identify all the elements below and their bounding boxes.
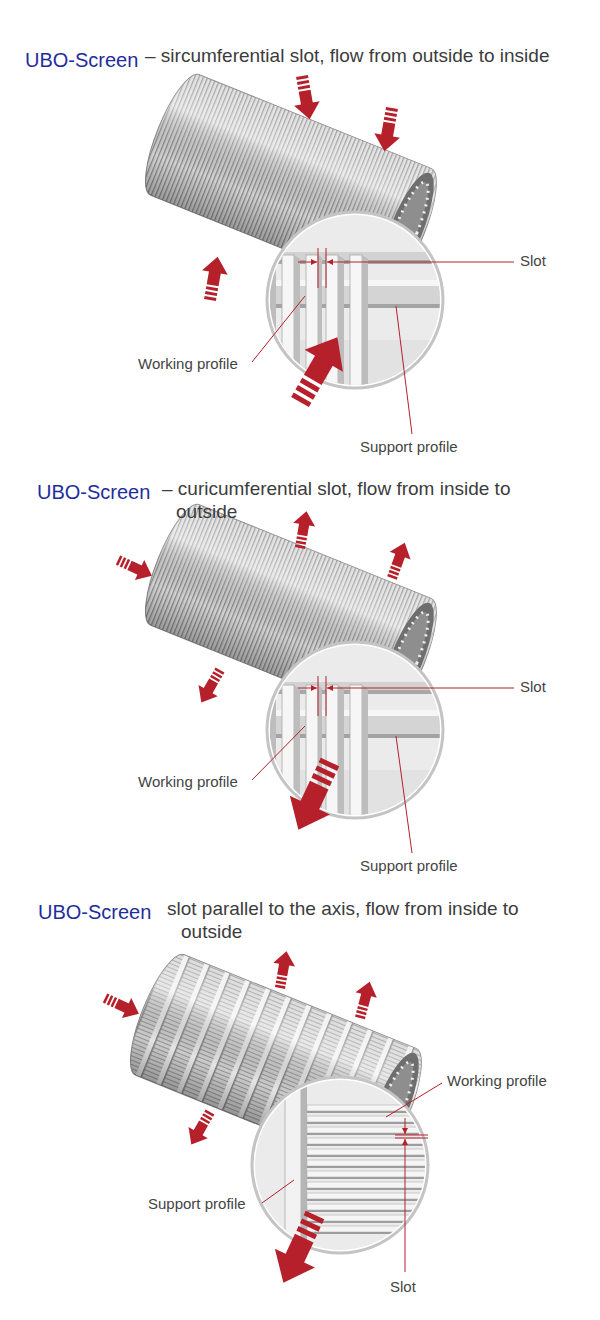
part-label: Slot [520,252,546,270]
screen-figure [113,498,514,853]
screen-caption: slot parallel to the axis, flow from ins… [167,898,567,944]
screen-name: UBO-Screen [38,900,151,924]
screen-name: UBO-Screen [37,480,150,504]
part-label: Working profile [138,773,238,791]
leader-lines [252,676,514,853]
part-label: Support profile [148,1195,246,1213]
screen-figure [134,68,514,434]
leader-lines [262,1083,442,1272]
part-label: Support profile [360,857,458,875]
screen-caption: – sircumferential slot, flow from outsid… [145,45,565,68]
part-label: Support profile [360,438,458,456]
part-label: Working profile [138,355,238,373]
screen-caption: – curicumferential slot, flow from insid… [162,478,567,524]
part-label: Slot [390,1278,416,1296]
flow-arrows [113,509,415,839]
leader-lines [252,248,514,434]
screen-figure [100,948,442,1292]
flow-arrows [100,949,380,1292]
part-label: Working profile [447,1072,547,1090]
screen-name: UBO-Screen [25,48,138,72]
part-label: Slot [520,678,546,696]
